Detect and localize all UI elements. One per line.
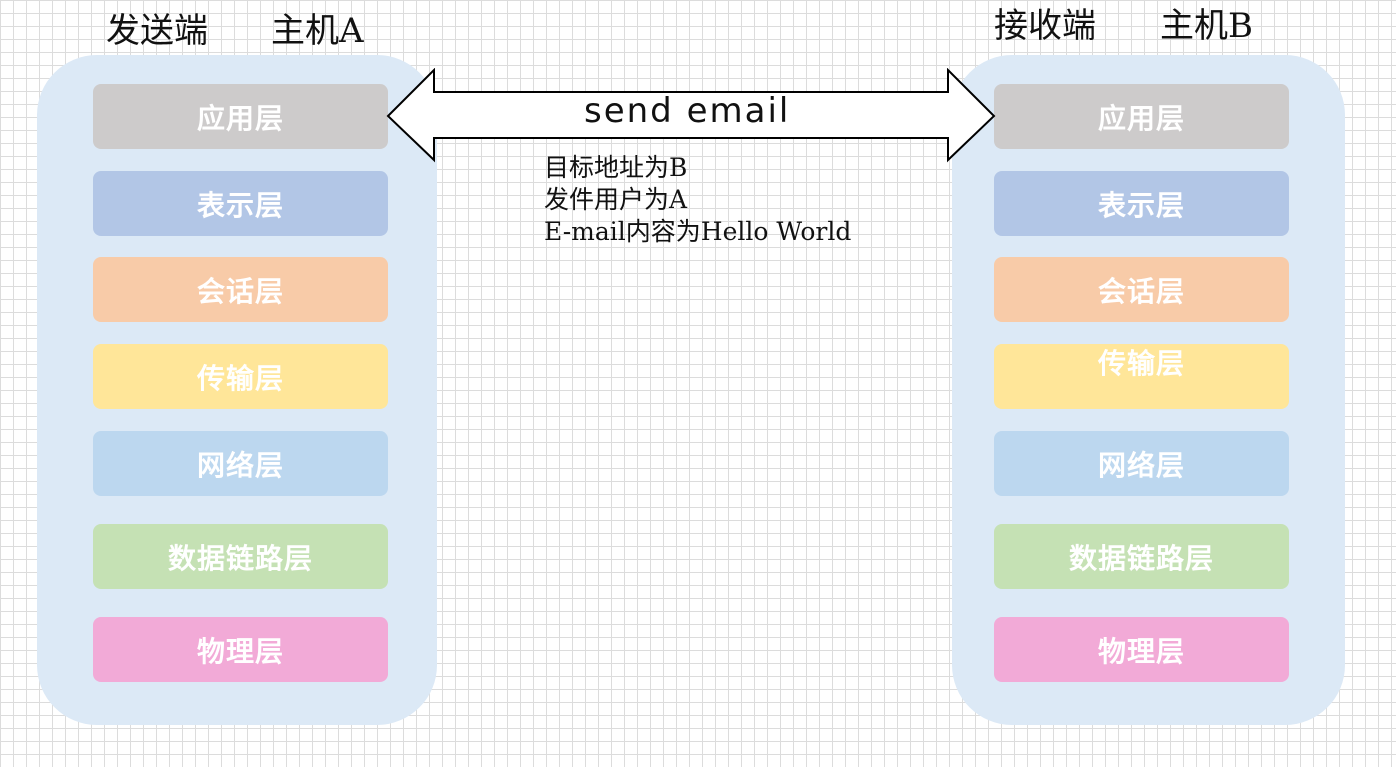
sender-layer-physical: 物理层 xyxy=(93,617,388,682)
send-email-label: send email xyxy=(584,91,791,131)
receiver-role-label: 接收端 xyxy=(994,6,1096,46)
receiver-layer-network: 网络层 xyxy=(994,431,1289,496)
sender-layer-application: 应用层 xyxy=(93,84,388,149)
receiver-layer-physical: 物理层 xyxy=(994,617,1289,682)
sender-layer-transport: 传输层 xyxy=(93,344,388,409)
receiver-layer-session: 会话层 xyxy=(994,257,1289,322)
receiver-layer-transport: 传输层 xyxy=(994,344,1289,409)
email-detail-sender: 发件用户为A xyxy=(544,185,688,214)
sender-role-label: 发送端 xyxy=(106,11,208,51)
email-details: 目标地址为B 发件用户为A E-mail内容为Hello World xyxy=(544,152,851,248)
sender-host-label: 主机A xyxy=(271,11,364,51)
sender-layer-presentation: 表示层 xyxy=(93,171,388,236)
receiver-layer-transport-label: 传输层 xyxy=(1097,347,1185,380)
receiver-host-label: 主机B xyxy=(1160,6,1253,46)
receiver-layer-data-link: 数据链路层 xyxy=(994,524,1289,589)
email-detail-destination: 目标地址为B xyxy=(544,153,688,182)
email-detail-content: E-mail内容为Hello World xyxy=(544,217,852,246)
receiver-layer-presentation: 表示层 xyxy=(994,171,1289,236)
sender-layer-data-link: 数据链路层 xyxy=(93,524,388,589)
sender-layer-session: 会话层 xyxy=(93,257,388,322)
double-arrow-icon xyxy=(386,68,996,163)
sender-layer-network: 网络层 xyxy=(93,431,388,496)
receiver-layer-application: 应用层 xyxy=(994,84,1289,149)
